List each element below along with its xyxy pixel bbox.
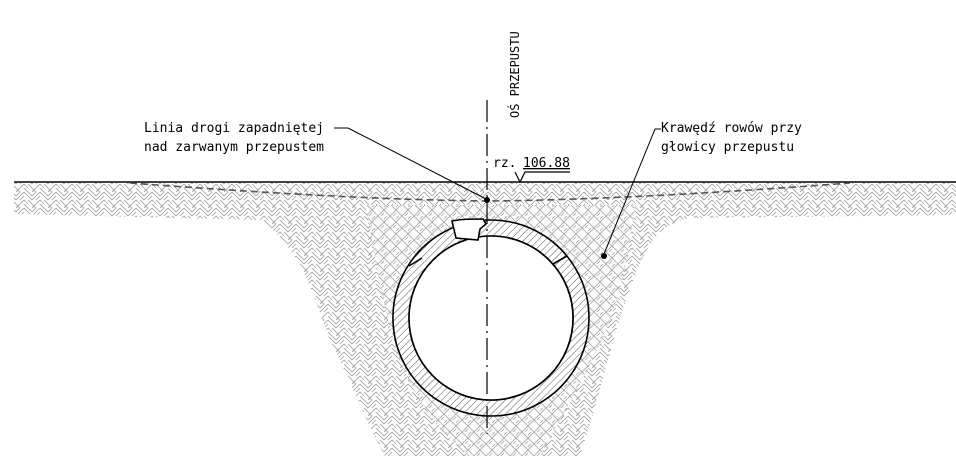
axis-label: OŚ PRZEPUSTU — [507, 31, 522, 118]
annotation-right-leader — [603, 128, 661, 255]
elevation-marker — [514, 171, 570, 184]
pipe-joint-right — [552, 255, 568, 265]
elevation-value: 106.88 — [523, 156, 570, 171]
broken-pipe-segment — [451, 218, 488, 241]
annotation-right-dot — [601, 253, 607, 259]
annotation-left-line2: nad zarwanym przepustem — [144, 140, 324, 155]
annotation-right-line2: głowicy przepustu — [661, 140, 794, 155]
annotation-left-leader — [334, 127, 487, 200]
elevation-prefix: rz. — [493, 156, 516, 171]
annotation-right-line1: Krawędź rowów przy — [661, 121, 802, 136]
pipe-opening — [408, 235, 574, 401]
pipe-joint-left — [408, 257, 423, 267]
annotation-left-dot — [484, 197, 490, 203]
annotation-left-line1: Linia drogi zapadniętej — [144, 121, 324, 136]
